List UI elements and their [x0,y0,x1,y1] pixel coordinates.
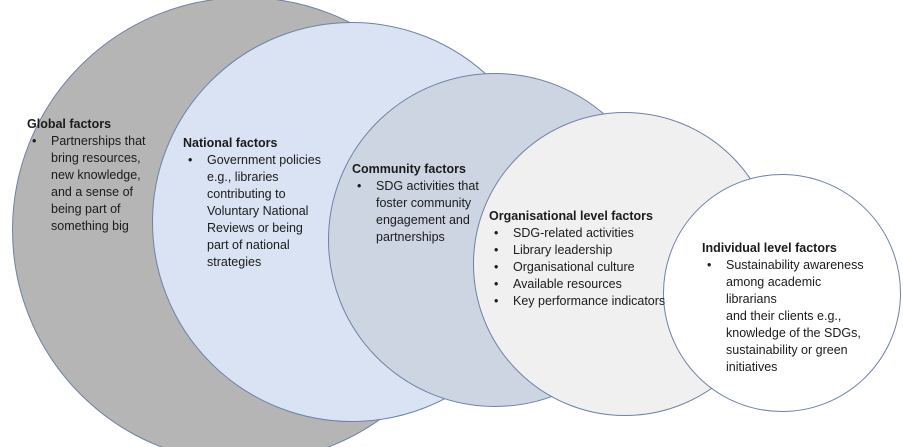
bullet-icon: • [32,134,37,148]
national-factors-bullet-text: Government policies e.g., libraries cont… [207,153,321,269]
bullet-icon: • [494,260,499,274]
bullet-icon: • [494,294,499,308]
individual-factors-bullet-text: Sustainability awareness among academic … [726,258,864,374]
bullet-item: • Organisational culture [489,259,689,276]
bullet-icon: • [188,153,193,167]
community-factors-bullet-text: SDG activities that foster community eng… [376,179,479,244]
bullet-icon: • [357,179,362,193]
organisational-factors-bullet-text-3: Organisational culture [513,260,635,274]
bullet-item: • SDG-related activities [489,225,689,242]
bullet-icon: • [707,258,712,272]
community-factors-label: Community factors • SDG activities that … [352,161,497,246]
organisational-factors-title: Organisational level factors [489,209,653,223]
organisational-factors-bullet-text-4: Available resources [513,277,622,291]
global-factors-label: Global factors • Partnerships that bring… [27,116,177,235]
individual-factors-title: Individual level factors [702,241,837,255]
bullet-icon: • [494,226,499,240]
individual-factors-circle [663,174,901,412]
national-factors-label: National factors • Government policies e… [183,135,338,271]
organisational-factors-bullet-text-2: Library leadership [513,243,613,257]
bullet-item: • Government policies e.g., libraries co… [183,152,338,271]
organisational-factors-bullet-text-5: Key performance indicators [513,294,666,308]
bullet-icon: • [494,243,499,257]
bullet-item: • Sustainability awareness among academi… [702,257,874,376]
community-factors-title: Community factors [352,162,466,176]
bullet-icon: • [494,277,499,291]
organisational-factors-bullet-text-1: SDG-related activities [513,226,634,240]
national-factors-title: National factors [183,136,278,150]
global-factors-title: Global factors [27,117,112,131]
bullet-item: • SDG activities that foster community e… [352,178,497,246]
bullet-item: • Library leadership [489,242,689,259]
bullet-item: • Available resources [489,276,689,293]
bullet-item: • Partnerships that bring resources, new… [27,133,177,235]
global-factors-bullet-text: Partnerships that bring resources, new k… [51,134,146,233]
individual-factors-label: Individual level factors • Sustainabilit… [702,240,874,376]
organisational-factors-label: Organisational level factors • SDG-relat… [489,208,689,310]
bullet-item: • Key performance indicators [489,293,689,310]
